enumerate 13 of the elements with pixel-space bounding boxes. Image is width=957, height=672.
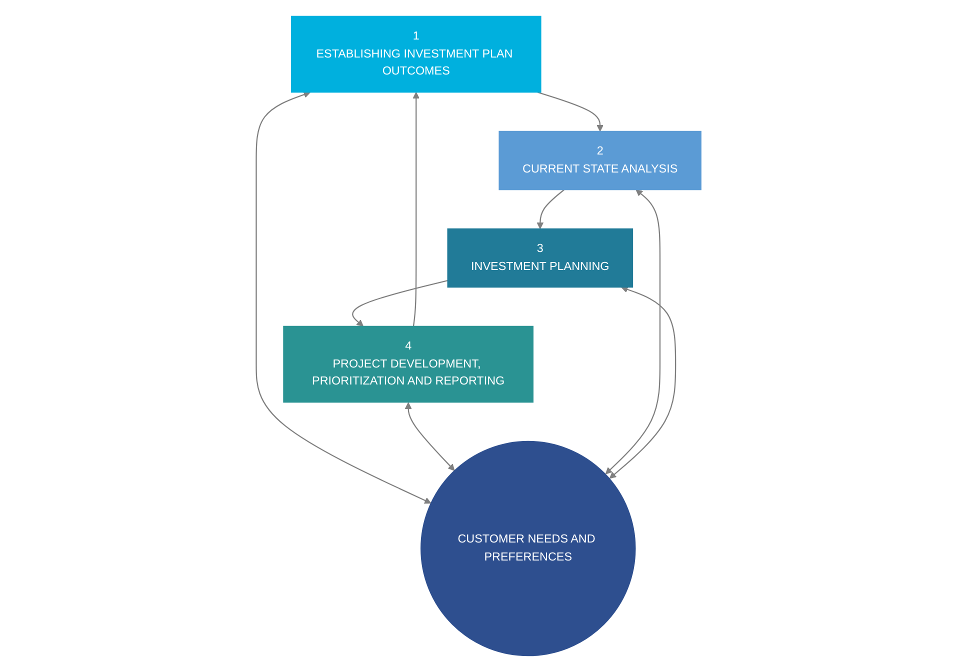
arrow (537, 92, 604, 132)
node-box: 4 PROJECT DEVELOPMENT, PRIORITIZATION AND REPORTING (283, 326, 534, 403)
arrow (404, 402, 455, 471)
arrow (352, 280, 448, 327)
node-box: 2 CURRENT STATE ANALYSIS (498, 130, 702, 190)
arrow (605, 189, 660, 474)
arrow (536, 189, 564, 230)
node-box: 3 INVESTMENT PLANNING (447, 228, 633, 288)
arrow (256, 91, 432, 504)
arrow (412, 92, 420, 326)
node-circle: CUSTOMER NEEDS AND PREFERENCES (420, 440, 636, 656)
arrow (609, 286, 676, 479)
node-box: 1 ESTABLISHING INVESTMENT PLAN OUTCOMES (290, 16, 542, 93)
